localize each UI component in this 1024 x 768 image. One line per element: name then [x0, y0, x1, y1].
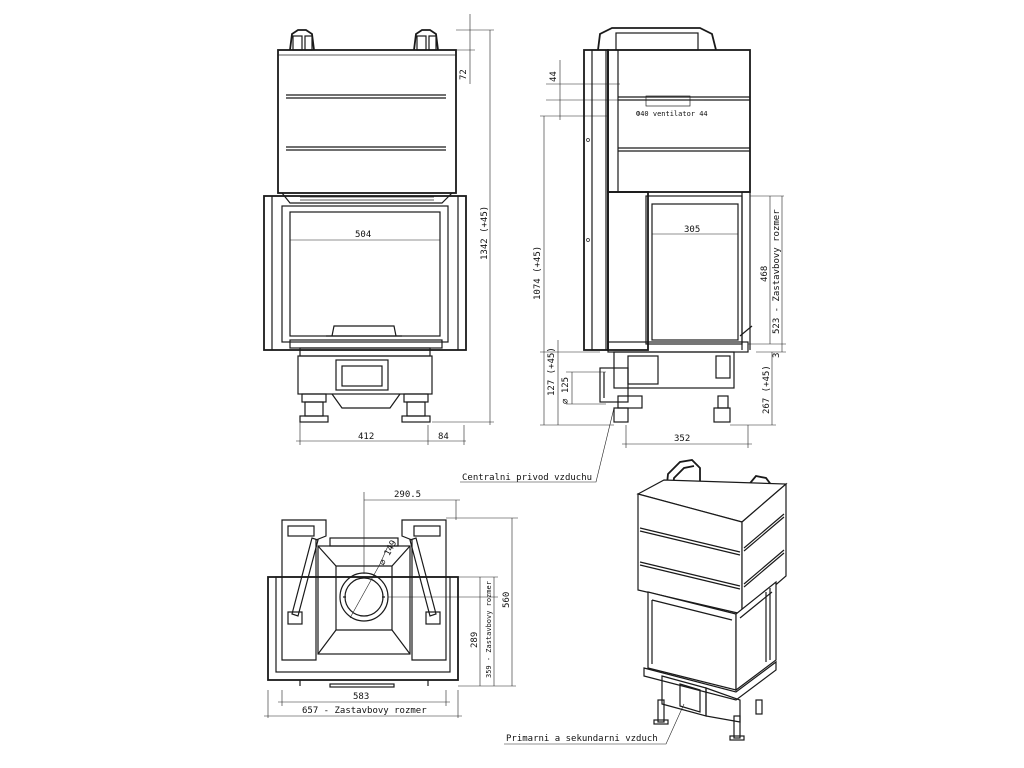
side-dim-1074: 1074 (+45)	[533, 246, 543, 300]
front-dim-84: 84	[438, 432, 449, 442]
top-dim-583: 583	[353, 692, 369, 702]
side-dim-305: 305	[684, 225, 700, 235]
side-dim-3: 3	[772, 353, 782, 358]
label-central-air: Centralni privod vzduchu	[462, 473, 592, 483]
top-dim-289: 289	[470, 632, 480, 648]
front-dim-504: 504	[355, 230, 371, 240]
front-view: 72 1342 (+45) 504 412 84	[263, 14, 494, 445]
side-plate-text: Ф40 ventilator 44	[636, 110, 708, 118]
label-primary-secondary-air: Primarni a sekundarni vzduch	[506, 734, 658, 744]
front-dim-1342: 1342 (+45)	[480, 206, 490, 260]
top-dim-290-5: 290.5	[394, 490, 421, 500]
side-dim-125: ∅ 125	[561, 377, 571, 404]
top-dim-560: 560	[502, 592, 512, 608]
top-view: 290.5 ∅ 149 560 289 359 - Zastavbovy roz…	[264, 490, 518, 718]
side-dim-468: 468	[760, 266, 770, 282]
front-dim-72: 72	[459, 69, 469, 80]
side-dim-523: 523 - Zastavbovy rozmer	[772, 209, 782, 334]
side-dim-352: 352	[674, 434, 690, 444]
side-dim-127: 127 (+45)	[547, 347, 557, 396]
iso-view: Primarni a sekundarni vzduch	[504, 459, 788, 745]
top-dim-359: 359 - Zastavbovy rozmer	[485, 581, 493, 678]
side-dim-44: 44	[549, 71, 559, 82]
side-view: Ф40 ventilator 44	[460, 27, 786, 483]
front-dim-412: 412	[358, 432, 374, 442]
side-dim-267: 267 (+45)	[762, 365, 772, 414]
top-dim-657: 657 - Zastavbovy rozmer	[302, 706, 427, 716]
top-dim-149: ∅ 149	[378, 539, 400, 568]
